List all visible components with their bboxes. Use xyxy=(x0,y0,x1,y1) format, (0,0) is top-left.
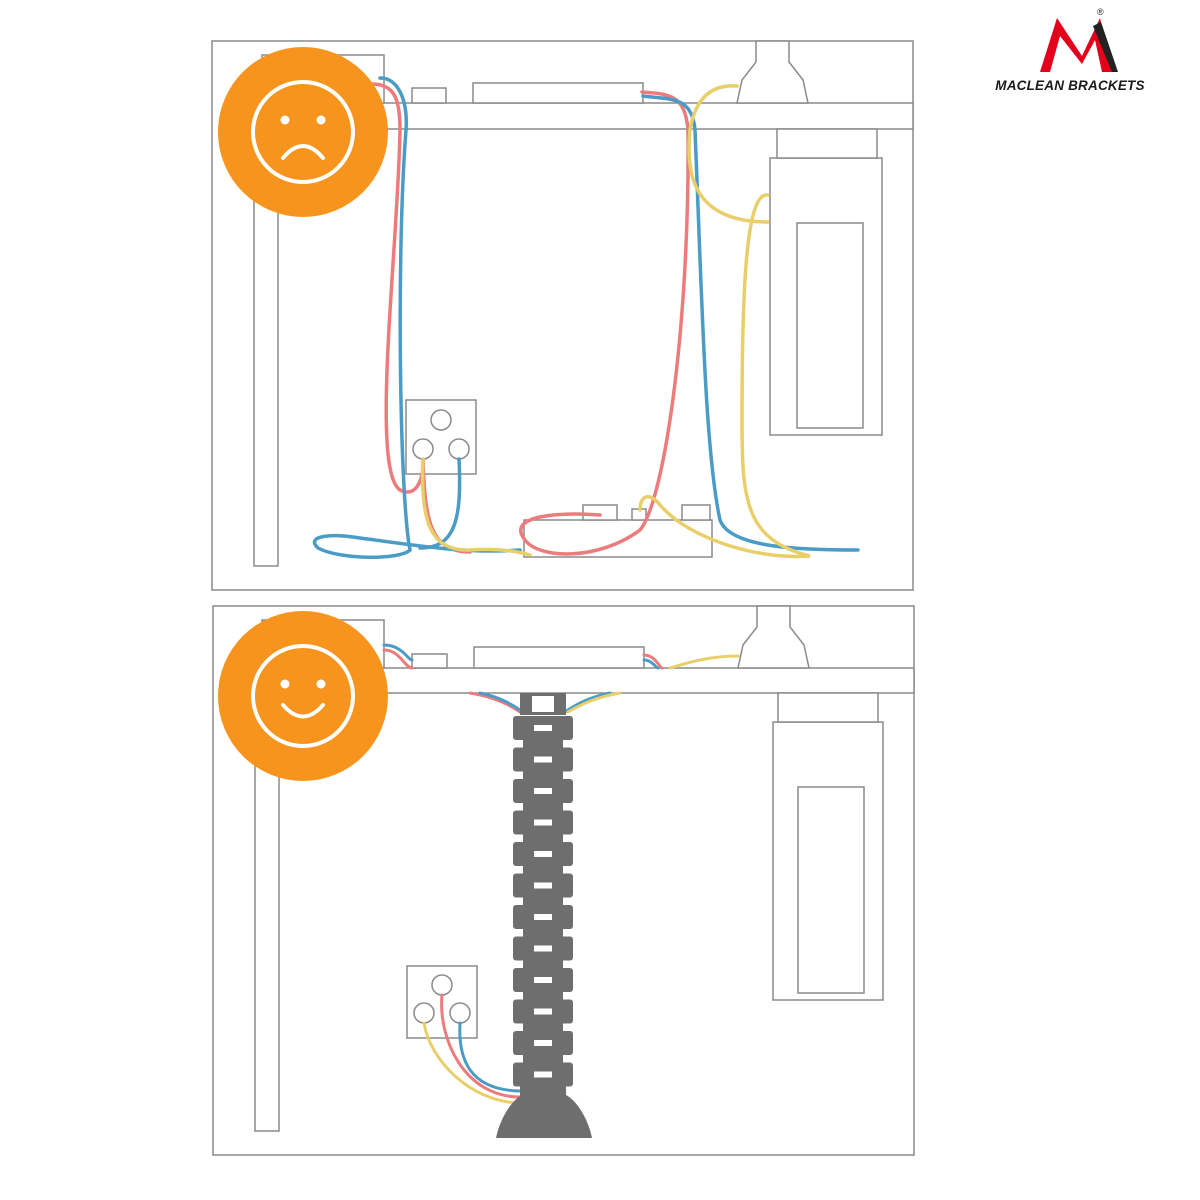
red-cable-right xyxy=(519,90,690,556)
spine-segment xyxy=(513,842,573,876)
happy-face-icon xyxy=(251,644,355,748)
power-strip xyxy=(523,504,713,558)
organized-cables xyxy=(382,643,740,1105)
pc-tower-panel xyxy=(796,222,864,429)
blue-cable-left xyxy=(312,76,522,559)
cable-spine xyxy=(496,693,592,1138)
wall-socket xyxy=(406,965,478,1039)
keyboard xyxy=(473,646,645,669)
red-cable-keyboard xyxy=(642,653,664,670)
blue-cable-socket xyxy=(418,457,462,550)
panel-after xyxy=(212,605,915,1156)
cables-into-spine xyxy=(566,691,622,714)
brand-logo: ® MACLEAN BRACKETS xyxy=(995,7,1144,93)
spine-top-clip-slot xyxy=(532,696,554,712)
spine-segment xyxy=(513,999,573,1033)
desk-lamp-base xyxy=(737,605,810,669)
keyboard xyxy=(472,82,644,104)
brand-name: MACLEAN BRACKETS xyxy=(995,78,1144,93)
socket-cable-yellow xyxy=(422,1021,522,1105)
blue-cable-keyboard xyxy=(642,658,660,670)
spine-base xyxy=(496,1095,592,1138)
socket-cable-blue xyxy=(458,1021,522,1093)
spine-segment xyxy=(513,779,573,813)
blue-cable-top xyxy=(382,643,414,662)
spine-stem xyxy=(520,1086,566,1098)
spine-segment xyxy=(513,747,573,781)
spine-segment xyxy=(513,1031,573,1065)
red-cable-top xyxy=(382,648,414,670)
pc-tower-panel xyxy=(797,786,865,994)
desk-lamp-base xyxy=(736,40,809,104)
red-cable-left xyxy=(370,82,425,494)
blue-cable-right xyxy=(641,94,860,552)
brand-logo-mark-shadow xyxy=(1093,22,1118,72)
spine-segments xyxy=(513,716,573,1098)
spine-segment xyxy=(513,716,573,750)
wall-socket xyxy=(405,399,477,475)
yellow-cable-lamp xyxy=(668,654,740,670)
spine-segment xyxy=(513,810,573,844)
yellow-cable-lamp xyxy=(687,84,770,224)
cables-into-spine xyxy=(468,691,522,714)
spine-segment xyxy=(513,936,573,970)
pc-tower-top xyxy=(776,128,878,159)
tangled-cables xyxy=(312,76,860,559)
spine-segment xyxy=(513,905,573,939)
yellow-cable-tower xyxy=(638,193,811,559)
sad-face-icon xyxy=(251,80,355,184)
cables-into-spine xyxy=(563,691,612,714)
spine-segment xyxy=(513,873,573,907)
small-device xyxy=(411,87,447,104)
brand-logo-mark xyxy=(1040,18,1112,72)
registered-mark: ® xyxy=(1097,7,1104,17)
socket-cable-red xyxy=(440,993,522,1099)
pc-tower-top xyxy=(777,692,879,723)
happy-face-badge xyxy=(218,611,388,781)
spine-segment xyxy=(513,968,573,1002)
panel-before xyxy=(211,40,914,591)
sad-face-badge xyxy=(218,47,388,217)
small-device xyxy=(411,653,448,669)
yellow-cable-socket xyxy=(420,457,532,557)
